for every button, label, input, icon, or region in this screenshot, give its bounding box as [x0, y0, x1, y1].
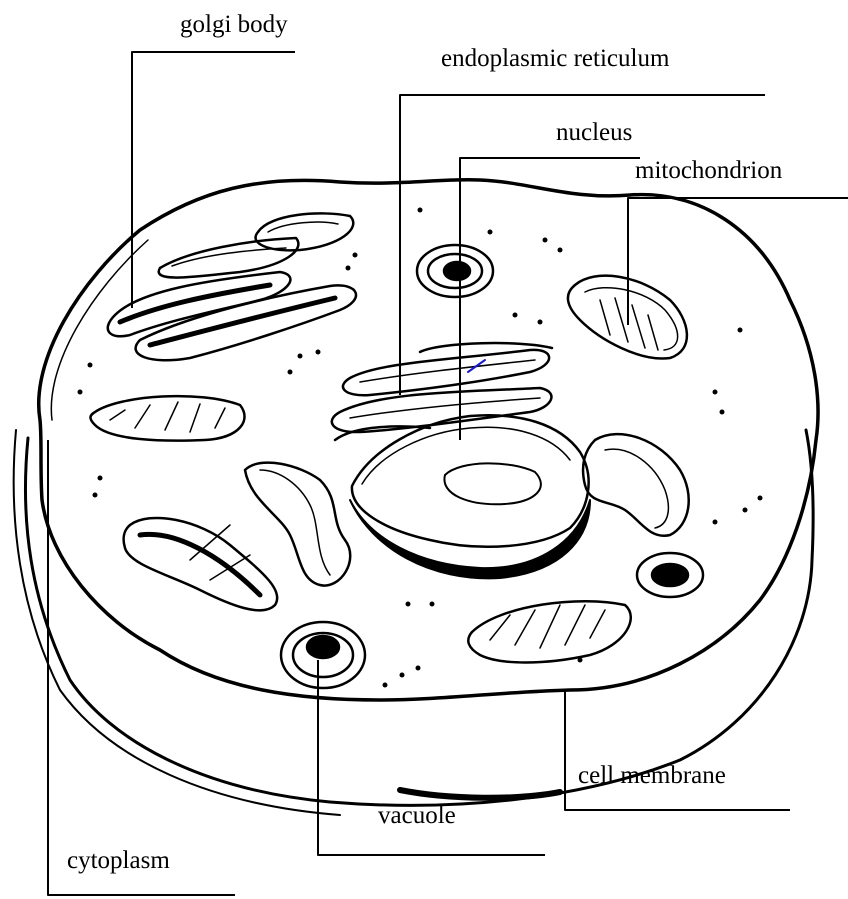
vacuole-small: [637, 553, 703, 597]
label-golgi-body: golgi body: [180, 12, 288, 37]
folded-organelle-left: [245, 463, 350, 586]
folded-organelle-bottom-left: [124, 518, 278, 610]
cell-body-thick: [400, 790, 560, 798]
label-mitochondrion: mitochondrion: [635, 158, 782, 183]
label-cell-membrane: cell membrane: [578, 763, 726, 788]
endoplasmic-reticulum: [332, 343, 552, 440]
folded-organelle-right: [583, 434, 689, 536]
vacuole-top: [417, 245, 493, 297]
nucleus: [350, 415, 590, 578]
leader-cytoplasm: [48, 440, 235, 895]
label-cytoplasm: cytoplasm: [67, 848, 170, 873]
mitochondrion-bottom: [468, 601, 631, 662]
golgi-body: [108, 213, 356, 360]
leader-nucleus: [460, 158, 640, 440]
mitochondrion-left: [90, 396, 244, 441]
label-endoplasmic-reticulum: endoplasmic reticulum: [441, 46, 669, 71]
label-nucleus: nucleus: [556, 120, 632, 145]
cell-body-side: [14, 430, 340, 815]
vacuole-bottom: [281, 622, 365, 688]
cell-body-outer: [25, 430, 813, 805]
label-vacuole: vacuole: [378, 803, 456, 828]
leader-membrane: [565, 690, 790, 810]
leader-golgi: [132, 52, 295, 308]
